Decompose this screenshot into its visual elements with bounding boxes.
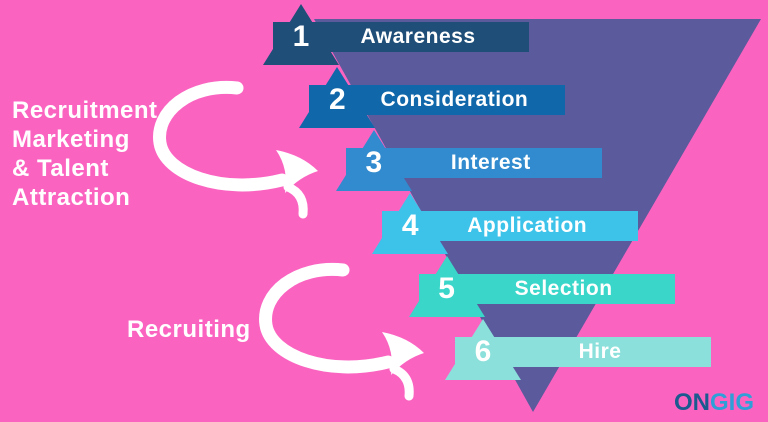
label-line: Attraction <box>12 184 131 211</box>
stage-bar <box>455 337 711 367</box>
stage-bar <box>382 211 639 241</box>
stage-number: 1 <box>292 20 310 53</box>
stage-bar <box>273 22 529 52</box>
logo-text-gig: GIG <box>709 389 754 416</box>
stage-label: Selection <box>514 277 613 300</box>
label-line: & Talent <box>12 155 109 182</box>
label-line: Marketing <box>12 126 130 153</box>
logo-text-on: ON <box>673 389 710 416</box>
recruiting-label: Recruiting <box>127 316 251 343</box>
stage-number: 4 <box>401 209 419 242</box>
label-line: Recruitment <box>12 97 158 124</box>
recruitment-marketing-label: Recruitment Marketing & Talent Attractio… <box>12 96 158 212</box>
stage-number: 6 <box>474 335 492 368</box>
stage-number: 5 <box>438 272 455 305</box>
curved-arrow-bottom-icon <box>266 269 424 396</box>
stage-label: Hire <box>578 340 622 363</box>
curved-arrow-top-icon <box>160 87 318 214</box>
stage-bar <box>345 148 602 178</box>
stage-number: 3 <box>365 146 383 179</box>
stage-label: Application <box>467 214 588 237</box>
ongig-logo: ONGIG <box>674 389 754 417</box>
stage-label: Interest <box>450 151 531 174</box>
stage-bar <box>418 274 675 304</box>
stage-number: 2 <box>329 83 346 116</box>
stage-bar <box>309 85 566 115</box>
stage-label: Awareness <box>360 25 476 48</box>
stage-label: Consideration <box>380 88 529 111</box>
